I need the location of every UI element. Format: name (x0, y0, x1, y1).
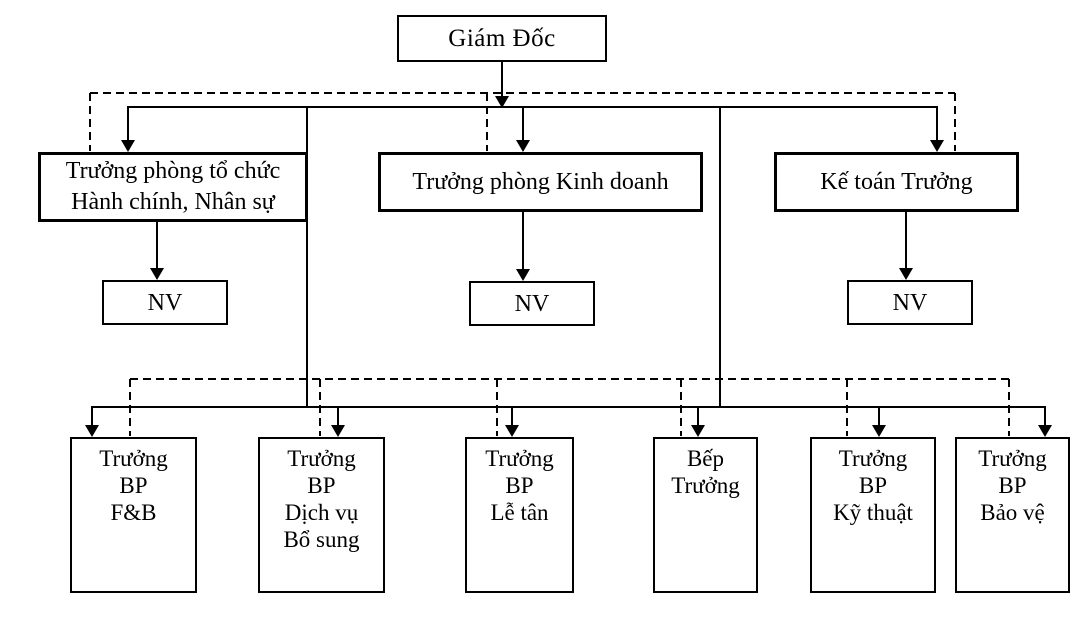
node-label-line: Trưởng (978, 446, 1047, 471)
node-truong-phong-kinh-doanh: Trưởng phòng Kinh doanh (378, 152, 703, 212)
node-label-line: BP (119, 473, 148, 498)
node-label-line: Bếp (686, 446, 725, 471)
node-label-line: Bảo vệ (980, 500, 1045, 525)
node-label-line: Dịch vụ (284, 500, 359, 525)
node-label: Trưởng phòng Kinh doanh (412, 169, 669, 195)
node-label-line: BP (858, 473, 888, 498)
node-nv-ke-toan: NV (847, 280, 973, 325)
node-label-line: Kỹ thuật (833, 500, 913, 525)
node-label-line: Trưởng (485, 446, 554, 471)
node-label-line: Trưởng (838, 446, 908, 471)
node-truong-bp-ky-thuat: Trưởng BP Kỹ thuật (810, 437, 936, 593)
node-truong-bp-dich-vu-bo-sung: Trưởng BP Dịch vụ Bổ sung (258, 437, 385, 593)
dashed-connectors (89, 92, 1010, 436)
node-label-line: Trưởng (287, 446, 356, 471)
node-label: Kế toán Trưởng (820, 169, 973, 195)
node-nv-hanh-chinh: NV (102, 280, 228, 325)
node-giam-doc: Giám Đốc (397, 15, 607, 62)
node-truong-bp-bao-ve: Trưởng BP Bảo vệ (955, 437, 1070, 593)
node-nv-kinh-doanh: NV (469, 281, 595, 326)
node-label-line: Bổ sung (283, 527, 360, 552)
node-label-line: BP (307, 473, 336, 498)
node-label-line: Lễ tân (490, 500, 549, 525)
node-label: Giám Đốc (448, 24, 556, 52)
node-truong-phong-to-chuc-hanh-chinh-nhan-su: Trưởng phòng tổ chức Hành chính, Nhân sự (38, 152, 308, 222)
node-label-line: Trưởng (671, 473, 740, 498)
node-label: NV (514, 290, 550, 317)
node-ke-toan-truong: Kế toán Trưởng (774, 152, 1019, 212)
node-label-line: Trưởng (99, 446, 168, 471)
node-bep-truong: Bếp Trưởng (653, 437, 758, 593)
node-truong-bp-le-tan: Trưởng BP Lễ tân (465, 437, 574, 593)
node-label-line: BP (998, 473, 1027, 498)
node-label: NV (147, 289, 183, 316)
node-label-line: BP (505, 473, 534, 498)
node-label: NV (892, 289, 928, 316)
node-label-line: Trưởng phòng tổ chức (65, 158, 281, 184)
node-label-line: F&B (110, 500, 157, 525)
node-label-line: Hành chính, Nhân sự (71, 189, 275, 215)
node-truong-bp-fb: Trưởng BP F&B (70, 437, 197, 593)
solid-connectors (85, 62, 1052, 437)
